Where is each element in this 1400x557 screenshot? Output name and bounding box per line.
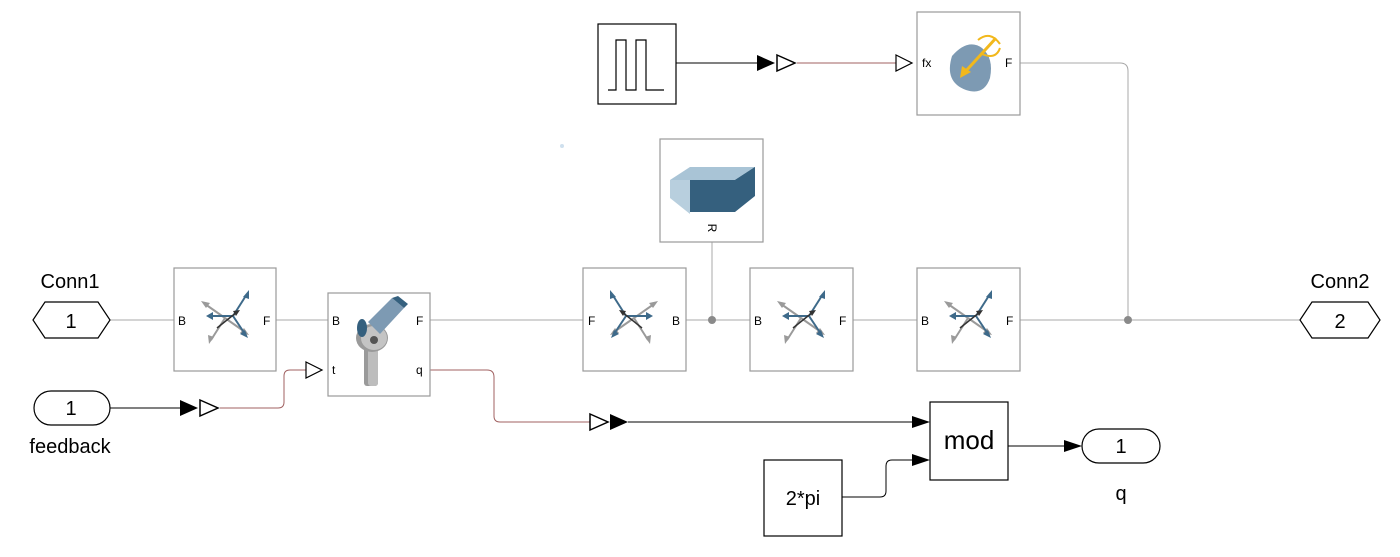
feedback-inport[interactable]: 1 feedback xyxy=(29,390,112,458)
constant-value: 2*pi xyxy=(786,488,820,510)
joint-f-port: F xyxy=(416,314,423,328)
revolute-joint-icon xyxy=(356,296,408,386)
transform2-right-port: B xyxy=(672,314,680,328)
transform3-right-port: F xyxy=(839,314,846,328)
conn1-number: 1 xyxy=(65,311,76,333)
rigid-transform-block-1[interactable]: B F xyxy=(173,267,277,372)
joint-b-port: B xyxy=(332,314,340,328)
conn1-label: Conn1 xyxy=(41,271,100,293)
solid-r-port: R xyxy=(705,224,719,233)
rigid-transform-block-3[interactable]: B F xyxy=(749,267,854,372)
feedback-inport-number: 1 xyxy=(65,398,76,420)
solid-brick-icon xyxy=(670,167,755,214)
joint-q-port: q xyxy=(416,363,423,377)
pulse-wave-icon xyxy=(608,39,664,91)
conn2-port[interactable]: 2 Conn2 xyxy=(1299,271,1381,339)
transform4-left-port: B xyxy=(921,314,929,328)
transform2-left-port: F xyxy=(588,314,595,328)
pulse-generator-block[interactable] xyxy=(597,23,677,105)
transform4-right-port: F xyxy=(1006,314,1013,328)
solid-block[interactable]: R xyxy=(659,138,764,243)
ps-converter-feedback[interactable] xyxy=(180,398,220,418)
rigid-transform-block-4[interactable]: B F xyxy=(916,267,1021,372)
rigid-transform-block-2[interactable]: F B xyxy=(582,267,687,372)
ps-converter-pulse[interactable] xyxy=(757,53,797,73)
mod-block[interactable]: mod xyxy=(929,401,1009,481)
constant-block[interactable]: 2*pi xyxy=(763,459,843,537)
stray-dot xyxy=(560,144,564,148)
conn2-number: 2 xyxy=(1334,311,1345,333)
external-force-block[interactable]: fx F xyxy=(895,11,1021,116)
force-icon xyxy=(949,34,1001,92)
connections xyxy=(110,62,1300,498)
ps-converter-q[interactable] xyxy=(589,412,628,432)
q-outport-label: q xyxy=(1115,483,1126,505)
joint-t-port: t xyxy=(332,363,336,377)
transform3-left-port: B xyxy=(754,314,762,328)
q-outport[interactable]: 1 q xyxy=(1081,428,1161,505)
conn1-port[interactable]: 1 Conn1 xyxy=(32,271,111,339)
revolute-joint-block[interactable]: B t F q xyxy=(305,292,431,397)
transform1-right-port: F xyxy=(263,314,270,328)
conn2-label: Conn2 xyxy=(1311,271,1370,293)
q-outport-number: 1 xyxy=(1115,436,1126,458)
mod-label: mod xyxy=(944,425,995,455)
feedback-inport-label: feedback xyxy=(29,436,111,458)
transform1-left-port: B xyxy=(178,314,186,328)
external-force-fx-port: fx xyxy=(922,56,931,70)
external-force-f-port: F xyxy=(1005,56,1012,70)
